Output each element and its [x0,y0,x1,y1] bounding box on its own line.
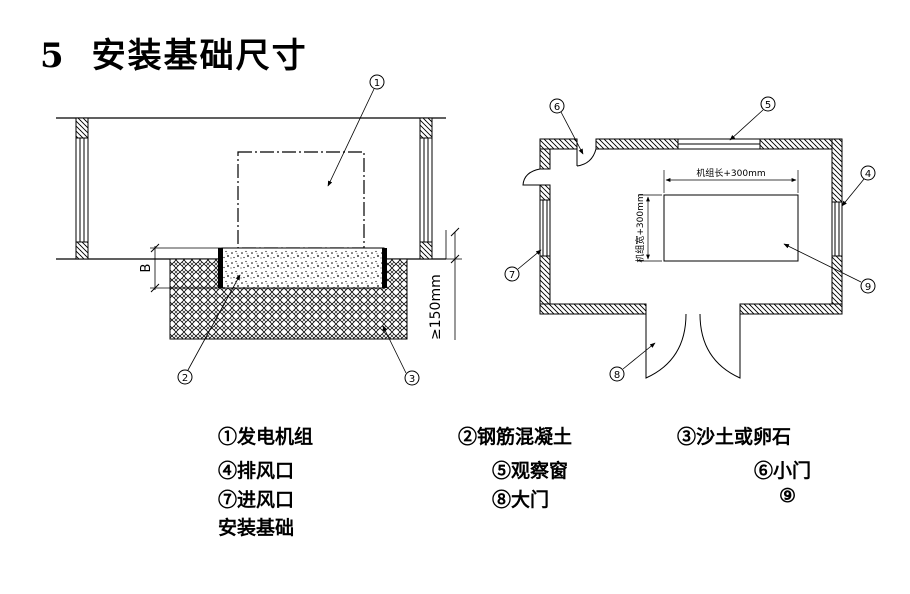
left-wall-top-brick [75,117,89,139]
exhaust-vent [831,201,843,257]
right-wall-window [419,137,433,243]
callout-2-label: 2 [182,373,188,384]
callout-8-label: 8 [614,370,620,381]
callout-4-circle [860,165,876,181]
legend-item-exhaust-vent: ④排风口 [218,460,295,482]
callout-5-leader [729,109,764,141]
callout-1-label: 1 [374,78,380,89]
callout-4-label: 4 [865,169,871,180]
concrete-foundation [221,247,385,289]
callout-5-circle [760,96,776,112]
foundation-right-edge [382,248,387,288]
left-wall-lower [539,255,551,305]
bottom-wall-left [539,303,647,315]
legend-item-foundation-number: ⑨ [779,485,797,507]
section-title: 5 安装基础尺寸 [40,28,308,77]
dim-depth-label: ≥150mm [428,274,444,340]
foundation-left-edge [218,248,223,288]
callout-6-label: 6 [554,102,560,113]
dim-width-label: 机组宽+300mm [634,193,646,262]
side-section-view: B ≥150mm 1 2 3 [56,74,462,386]
top-wall-left [539,138,578,150]
dim-length-label: 机组长+300mm [696,167,765,179]
side-door-swing [522,168,541,186]
right-wall-bottom-brick [419,241,433,260]
callout-7-label: 7 [509,270,515,281]
legend-item-gravel: ③沙土或卵石 [677,426,792,448]
top-wall-right [759,138,843,150]
intake-vent [539,199,551,257]
callout-2-circle [177,369,193,385]
callout-5-label: 5 [765,100,771,111]
callout-1-circle [369,74,385,90]
main-door-left-leaf [645,313,687,379]
callout-1-leader [327,88,375,187]
callout-9-circle [860,278,876,294]
left-wall-window [75,137,89,243]
legend-item-intake-vent: ⑦进风口 [218,489,295,511]
generator-set-outline [237,151,365,249]
left-wall-middle [539,184,551,201]
callout-8-circle [609,366,625,382]
main-door-right-leaf [699,313,741,379]
left-wall-upper [539,148,551,170]
legend-item-main-door: ⑧大门 [492,489,550,511]
callout-8-leader [622,342,656,370]
callout-3-leader [382,325,407,374]
callout-7-leader [517,249,542,270]
legend-item-concrete: ②钢筋混凝土 [458,426,573,448]
legend-item-observation-window: ⑤观察窗 [492,460,569,482]
plan-view: 机组长+300mm 机组宽+300mm 4 5 6 7 8 9 [504,96,876,382]
right-wall-top-brick [419,117,433,139]
bottom-wall-right [739,303,843,315]
legend-item-foundation-text: 安装基础 [218,517,295,539]
callout-6-leader [560,111,584,155]
callout-7-circle [504,266,520,282]
callout-9-leader [783,243,862,283]
callout-3-circle [404,370,420,386]
legend-item-generator-set: ①发电机组 [218,426,314,448]
callout-6-circle [549,98,565,114]
left-wall-bottom-brick [75,241,89,260]
callout-4-leader [841,178,865,207]
top-wall-middle [595,138,679,150]
legend-item-small-door: ⑥小门 [754,460,812,482]
callout-9-label: 9 [865,282,871,293]
dim-b-label: B [139,264,154,273]
callout-2-leader [187,274,241,371]
right-wall-upper [831,138,843,203]
section-heading: 安装基础尺寸 [91,36,308,76]
generator-footprint [663,194,799,262]
section-number: 5 [40,36,66,76]
small-door-swing [576,148,597,167]
callout-3-label: 3 [409,374,415,385]
